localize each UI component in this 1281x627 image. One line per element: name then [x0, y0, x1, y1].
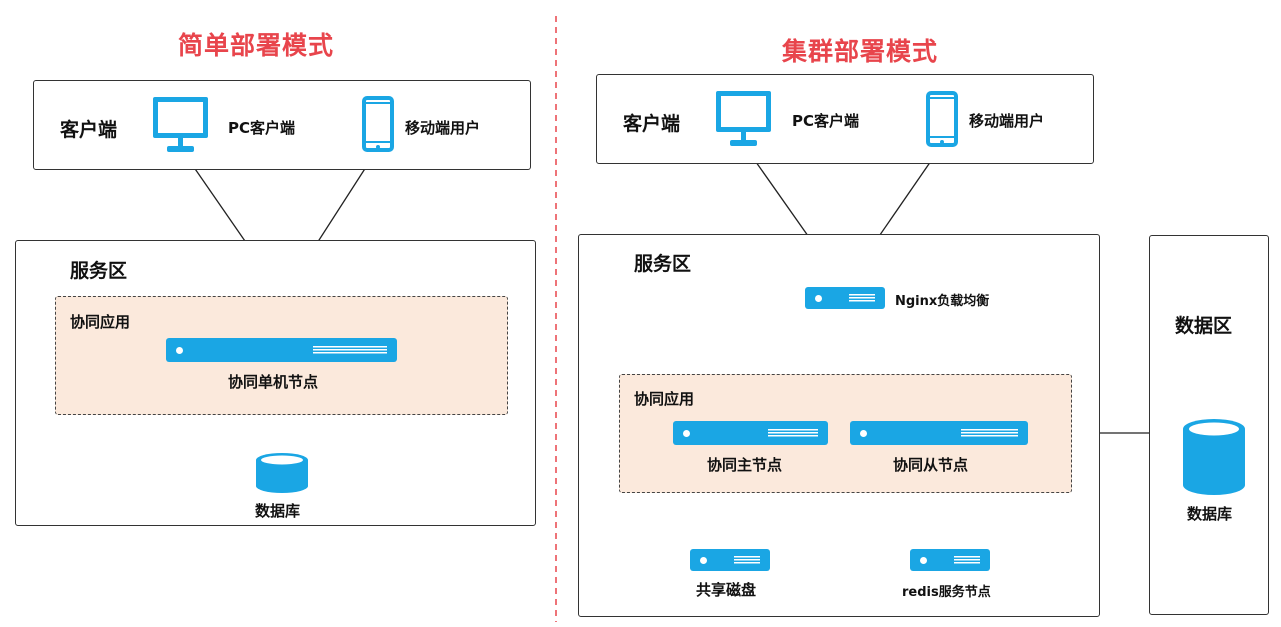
simple-client-zone-label: 客户端: [60, 119, 118, 141]
server-icon: [910, 549, 990, 571]
server-icon: [690, 549, 770, 571]
cluster-nginx-label: Nginx负载均衡: [895, 294, 990, 309]
server-icon: [805, 287, 885, 309]
simple-mode-title: 简单部署模式: [178, 31, 335, 60]
simple-database-label: 数据库: [255, 502, 301, 520]
phone-icon: [362, 96, 394, 152]
cluster-client-zone: [596, 74, 1094, 164]
cluster-redis-node-label: redis服务节点: [902, 585, 991, 600]
cluster-mode-title: 集群部署模式: [782, 37, 939, 66]
simple-client-zone: [33, 80, 531, 170]
database-icon: [1183, 419, 1245, 495]
cluster-shared-disk-label: 共享磁盘: [696, 581, 757, 599]
server-icon: [166, 338, 397, 362]
cluster-slave-node-label: 协同从节点: [893, 456, 969, 474]
database-icon: [256, 453, 308, 493]
simple-service-zone-label: 服务区: [70, 260, 128, 282]
monitor-icon: [716, 91, 771, 149]
server-icon: [673, 421, 828, 445]
cluster-service-zone-label: 服务区: [634, 253, 692, 275]
cluster-master-node-label: 协同主节点: [707, 456, 783, 474]
simple-single-node-label: 协同单机节点: [228, 373, 319, 391]
cluster-database-label: 数据库: [1187, 505, 1233, 523]
simple-collab-app-label: 协同应用: [70, 313, 131, 331]
cluster-collab-app-label: 协同应用: [634, 390, 695, 408]
server-icon: [850, 421, 1028, 445]
cluster-data-zone-label: 数据区: [1175, 315, 1233, 337]
simple-pc-client-label: PC客户端: [228, 119, 296, 137]
phone-icon: [926, 91, 958, 147]
cluster-mobile-user-label: 移动端用户: [969, 112, 1045, 130]
monitor-icon: [153, 97, 208, 155]
cluster-pc-client-label: PC客户端: [792, 112, 860, 130]
cluster-client-zone-label: 客户端: [623, 113, 681, 135]
simple-mobile-user-label: 移动端用户: [405, 119, 481, 137]
